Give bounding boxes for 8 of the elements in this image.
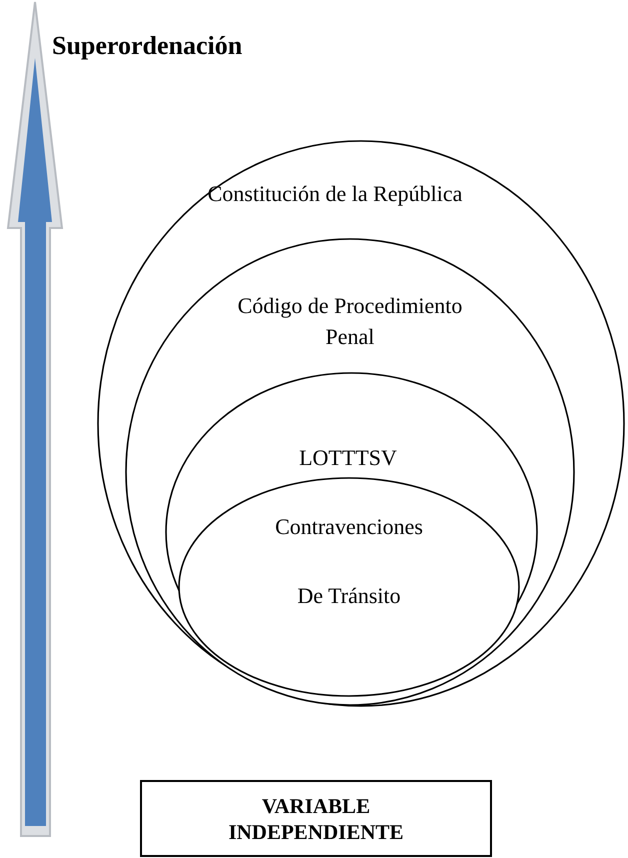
axis-label: Superordenación — [52, 31, 242, 61]
box-label: VARIABLE INDEPENDIENTE — [227, 792, 405, 844]
ellipse-label: LOTTTSV — [298, 444, 398, 472]
ellipse-label: De Tránsito — [296, 582, 402, 610]
variable-box — [140, 780, 492, 857]
ellipse-label: Código de Procedimiento Penal — [236, 292, 464, 351]
ellipse-label: Contravenciones — [274, 513, 424, 541]
ellipse-label: Constitución de la República — [206, 180, 464, 208]
